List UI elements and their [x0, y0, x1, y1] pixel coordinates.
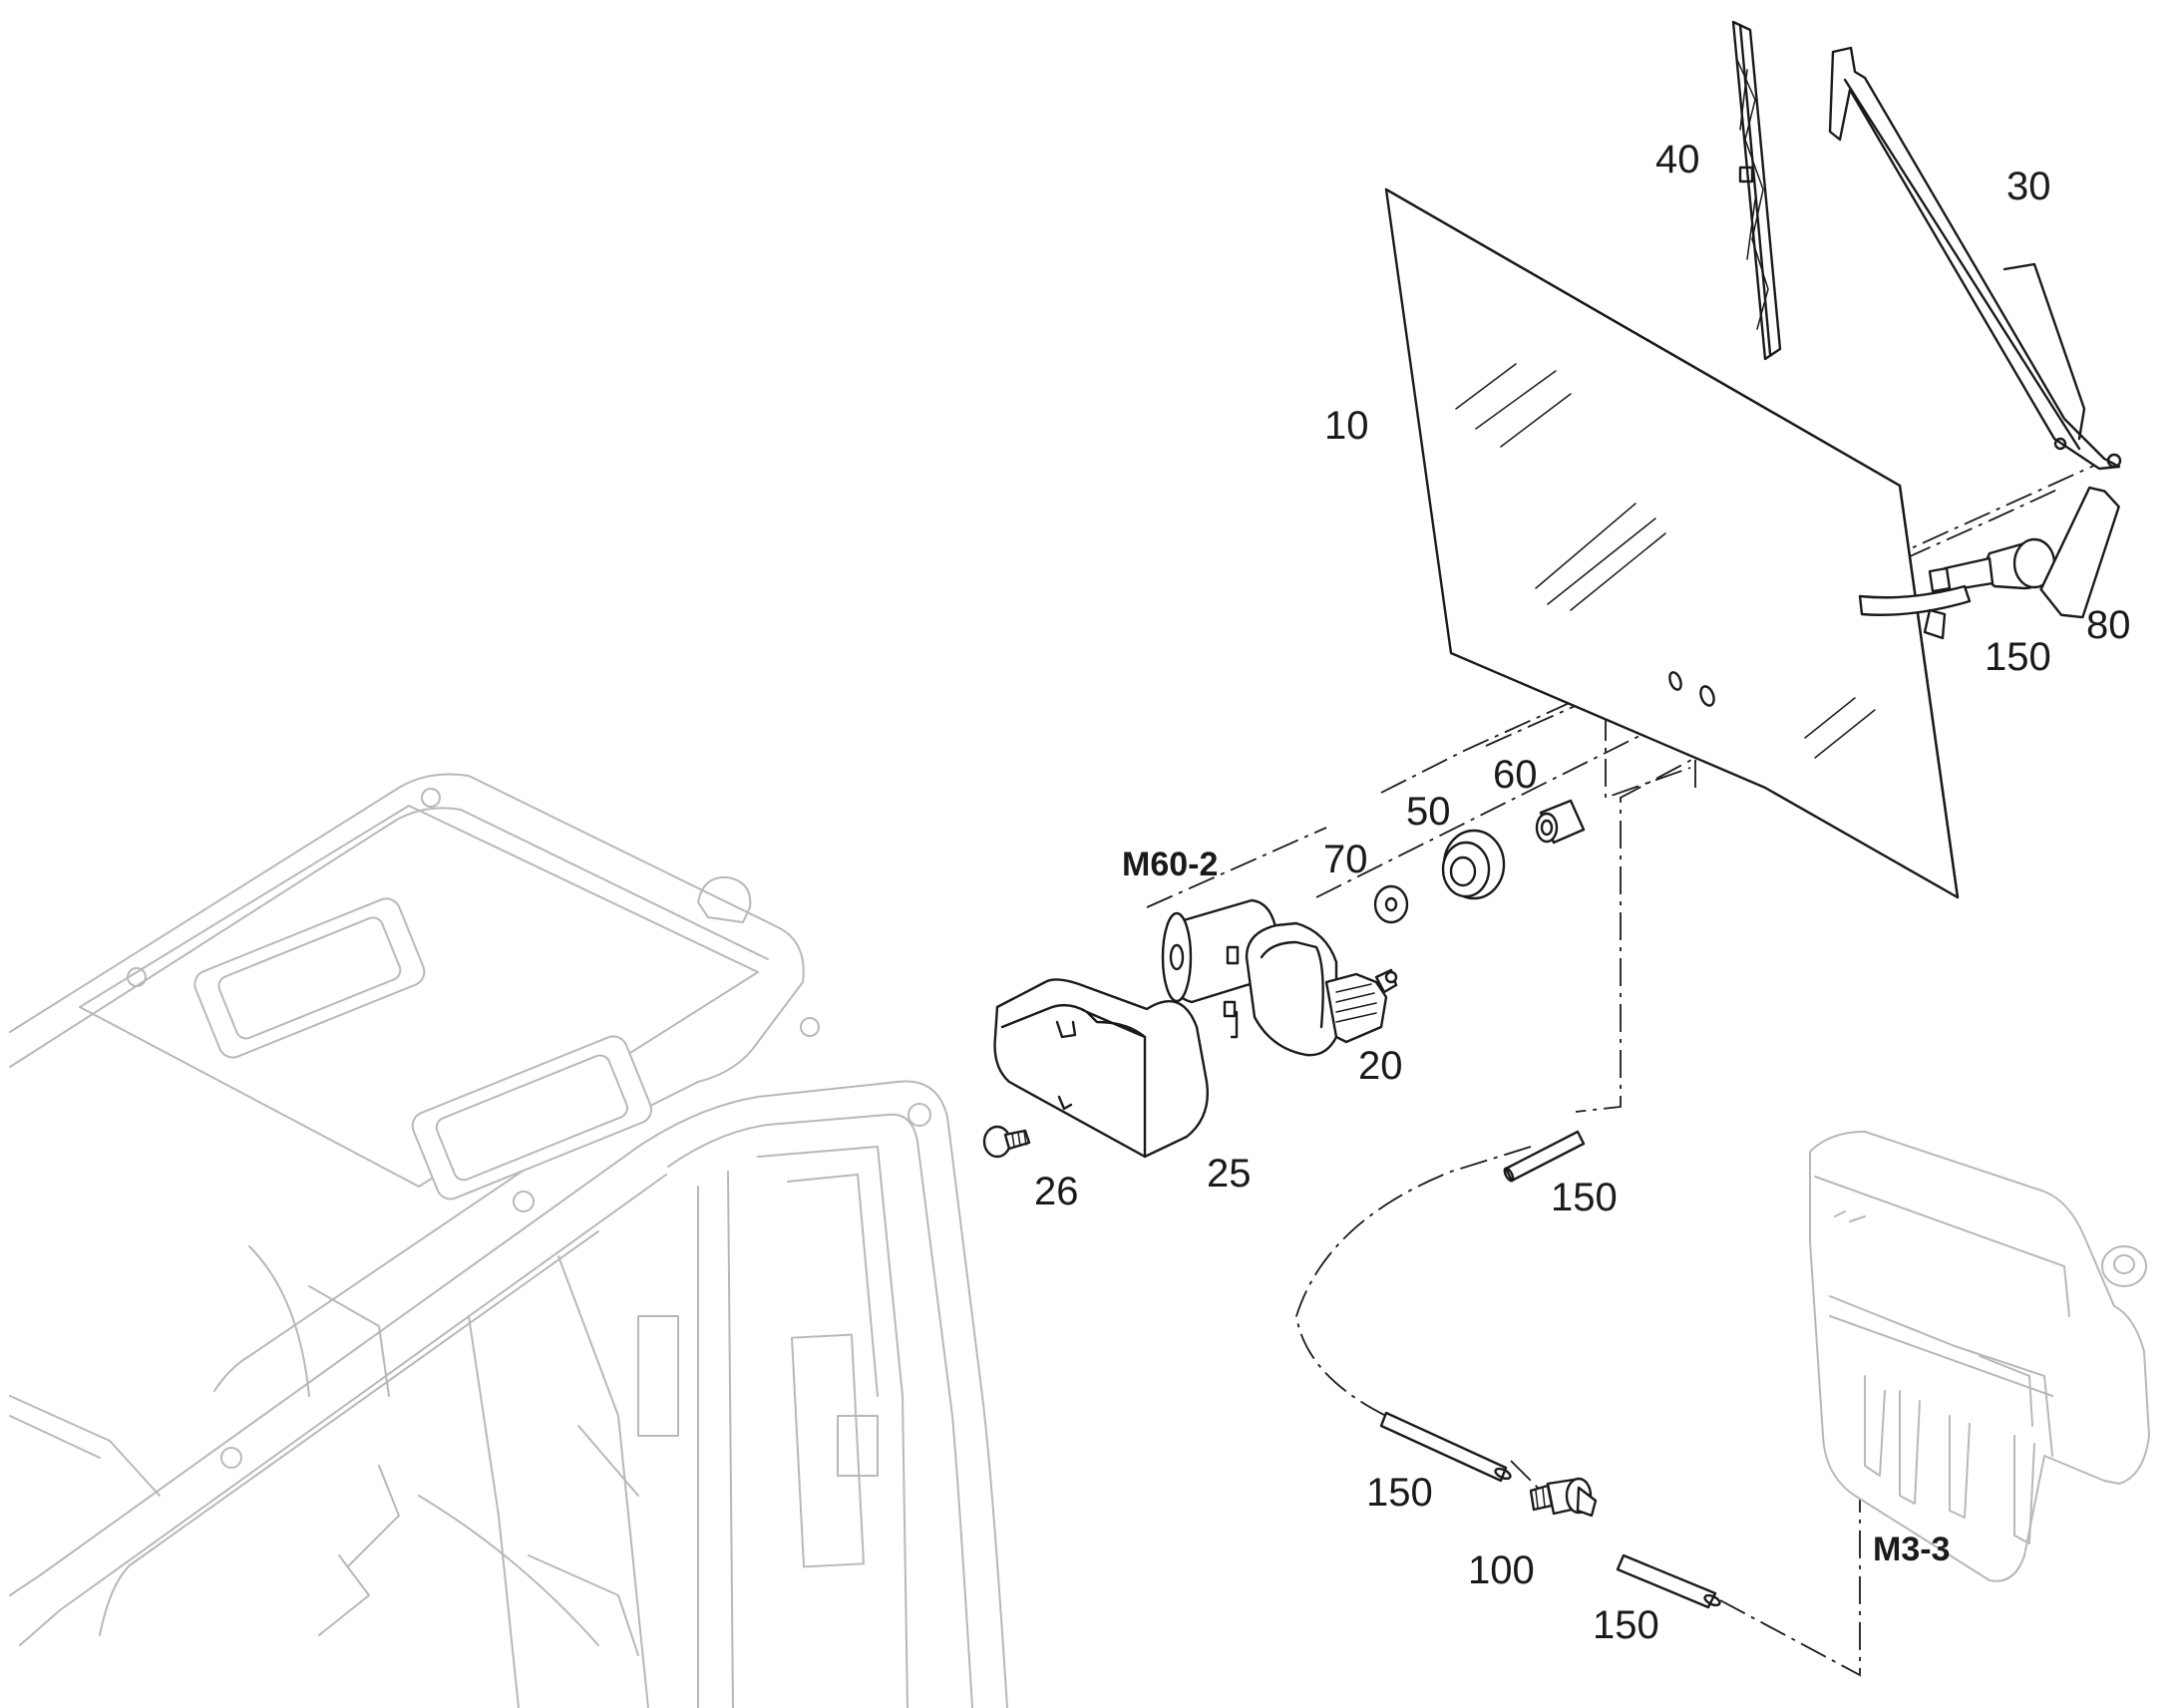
grommet [1441, 829, 1506, 900]
label-grommet: 50 [1406, 790, 1451, 834]
label-wiper-motor: 20 [1358, 1044, 1403, 1088]
wiper-motor [1161, 898, 1398, 1057]
label-spacer: 60 [1493, 753, 1538, 797]
label-washer: 70 [1323, 838, 1368, 881]
washer-nozzle [1928, 486, 2120, 619]
motor-cover [993, 978, 1209, 1159]
flat-washer [1373, 884, 1409, 924]
label-nozzle: 80 [2086, 603, 2131, 647]
callout-labels: 10 40 30 80 150 60 50 70 M60-2 20 25 26 … [1034, 138, 2131, 1647]
label-ref-tank: M3-3 [1873, 1531, 1950, 1568]
roof-hatch-front [193, 897, 426, 1059]
cab-frame-background [9, 773, 1008, 1708]
label-hose-top: 150 [1985, 635, 2051, 679]
label-wiper-arm: 30 [2006, 165, 2051, 208]
label-motor-cover: 25 [1207, 1152, 1252, 1196]
wiper-blade [1731, 20, 1782, 361]
hose-lower-left [1379, 1411, 1512, 1483]
label-check-valve: 100 [1468, 1548, 1535, 1592]
window-glass [1384, 187, 1960, 899]
cover-screw [982, 1125, 1031, 1159]
hose-top [1858, 584, 1972, 640]
hose-lower-right [1616, 1553, 1721, 1609]
roof-hatch-rear [411, 1035, 653, 1200]
label-glass: 10 [1324, 404, 1369, 448]
washer-tank-reference [1809, 1131, 2150, 1582]
label-cover-screw: 26 [1034, 1170, 1079, 1213]
hose-middle [1503, 1130, 1586, 1183]
label-wiper-blade: 40 [1655, 138, 1700, 181]
wiper-arm [1828, 46, 2122, 471]
label-hose-lower-right: 150 [1593, 1603, 1659, 1647]
label-hose-middle: 150 [1551, 1176, 1618, 1219]
label-ref-motor: M60-2 [1122, 846, 1218, 883]
check-valve [1529, 1477, 1598, 1518]
spacer [1535, 799, 1586, 845]
label-hose-lower-left: 150 [1366, 1471, 1433, 1515]
